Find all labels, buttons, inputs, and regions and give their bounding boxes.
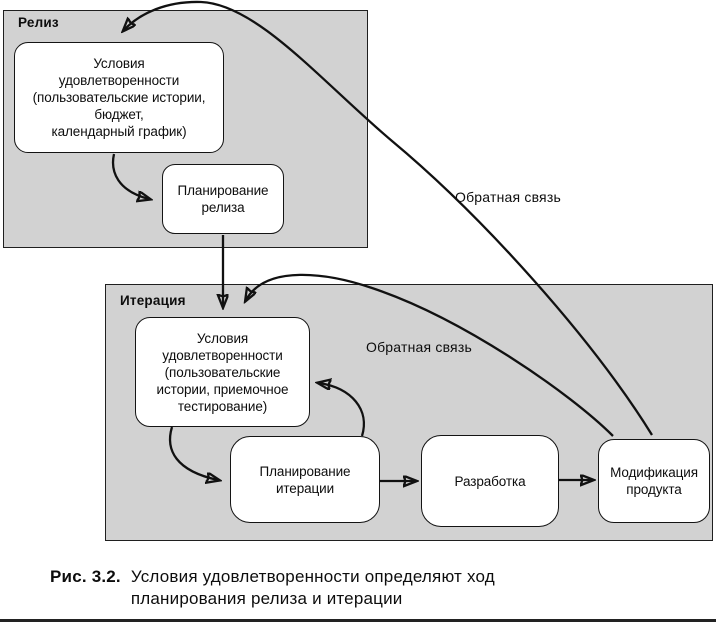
release-planning-node: Планирование релиза: [162, 164, 284, 234]
iteration-conditions-node: Условия удовлетворенности (пользовательс…: [135, 317, 310, 427]
page-rule: [0, 619, 716, 622]
figure-caption-text: Условия удовлетворенности определяют ход…: [130, 567, 495, 608]
figure-caption: Рис. 3.2. Условия удовлетворенности опред…: [50, 566, 670, 610]
iteration-planning-node: Планирование итерации: [230, 436, 380, 523]
release-panel-title: Релиз: [18, 15, 59, 30]
figure-number: Рис. 3.2.: [50, 567, 121, 586]
release-conditions-node: Условия удовлетворенности (пользовательс…: [14, 42, 224, 153]
product-modification-node: Модификация продукта: [598, 439, 710, 523]
iteration-panel-title: Итерация: [120, 293, 186, 308]
feedback-label-inner: Обратная связь: [366, 339, 472, 355]
feedback-label-outer: Обратная связь: [455, 189, 561, 205]
development-node: Разработка: [421, 435, 559, 527]
